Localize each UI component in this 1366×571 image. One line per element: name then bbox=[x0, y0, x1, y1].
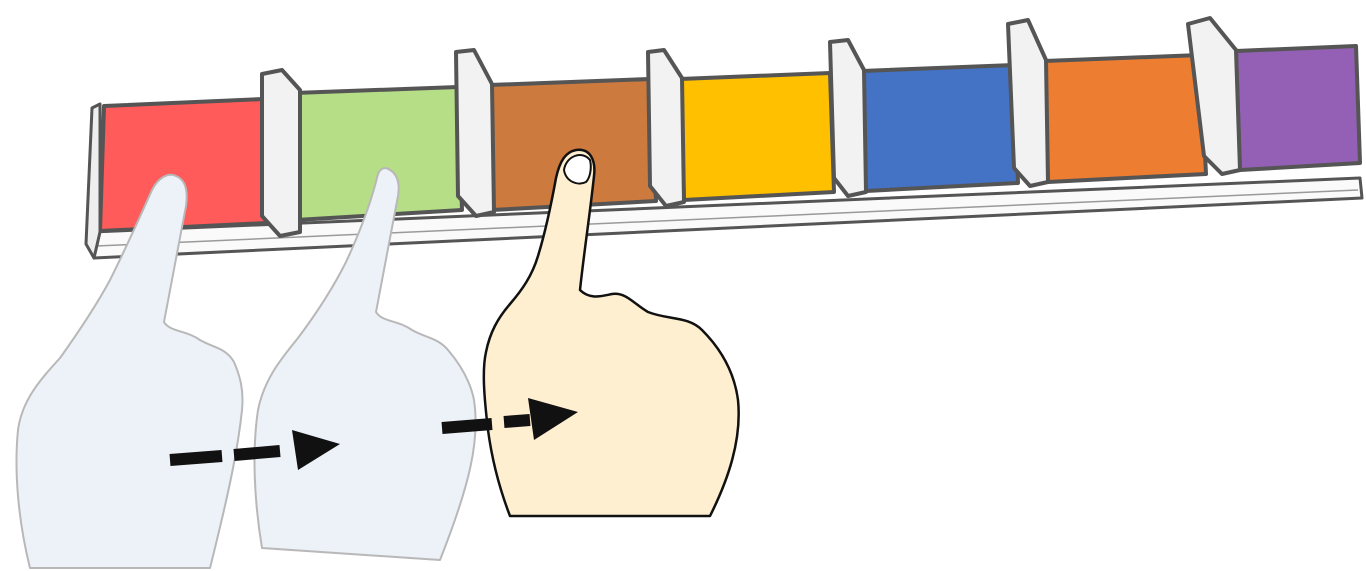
divider bbox=[830, 40, 866, 196]
key-yellow[interactable] bbox=[680, 73, 834, 200]
divider bbox=[1008, 20, 1048, 186]
rail-end-cap bbox=[86, 104, 100, 258]
key-blue[interactable] bbox=[862, 65, 1018, 191]
divider bbox=[648, 50, 684, 206]
key-orange[interactable] bbox=[1044, 55, 1206, 182]
key-purple[interactable] bbox=[1236, 46, 1360, 170]
divider bbox=[262, 70, 300, 236]
fingernail bbox=[564, 155, 591, 183]
divider bbox=[456, 50, 494, 216]
